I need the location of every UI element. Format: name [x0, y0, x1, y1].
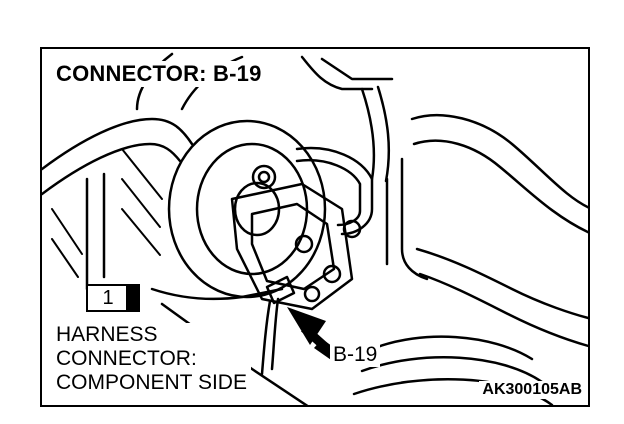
figure-code: AK300105AB — [479, 381, 582, 399]
bolt — [257, 170, 271, 184]
bolt — [303, 285, 321, 303]
bolt — [322, 264, 342, 284]
bolt — [294, 234, 314, 254]
coil-2 — [360, 356, 544, 384]
legend-number-box: 1 — [86, 284, 140, 312]
left-hose-outer — [42, 117, 194, 171]
legend-shade — [126, 286, 138, 310]
lower-body — [150, 287, 284, 301]
bolt — [342, 219, 362, 239]
pointer-arrow-shaft — [301, 324, 335, 357]
legend-number: 1 — [102, 287, 114, 309]
right-hose-low-2 — [418, 272, 588, 348]
hatch-line — [51, 238, 79, 278]
right-hose-low — [415, 247, 588, 320]
pipe-d — [376, 85, 391, 183]
upper-bracket-2 — [320, 57, 394, 81]
right-hose-inner — [412, 139, 588, 234]
pipe-c — [360, 87, 376, 181]
coil-1 — [370, 335, 534, 361]
hatch-line — [121, 148, 163, 200]
pulley-inner — [195, 142, 309, 276]
left-hose-inner — [42, 142, 182, 196]
hatch-line — [51, 208, 83, 255]
diagram-frame: CONNECTOR: B-19 1 HARNESS CONNECTOR: COM… — [40, 47, 590, 407]
hatch-line — [121, 178, 161, 228]
hatch-line — [121, 208, 161, 256]
diagram-title: CONNECTOR: B-19 — [54, 61, 266, 87]
caption-line: HARNESS — [56, 323, 158, 346]
connector-plug — [265, 275, 296, 305]
pipe-b — [295, 158, 362, 227]
right-hose-outer — [410, 113, 588, 209]
upper-bracket — [300, 55, 374, 91]
sensor-body — [230, 182, 354, 311]
sensor-face — [250, 202, 336, 291]
caption-line: CONNECTOR: — [56, 347, 197, 370]
caption-line: COMPONENT SIDE — [56, 371, 247, 394]
bolt — [251, 164, 277, 190]
right-bracket — [400, 157, 429, 281]
wire-2 — [270, 297, 280, 371]
connector-callout-label: B-19 — [330, 343, 381, 367]
legend-caption: HARNESS CONNECTOR: COMPONENT SIDE — [56, 323, 251, 395]
wire — [260, 299, 272, 376]
